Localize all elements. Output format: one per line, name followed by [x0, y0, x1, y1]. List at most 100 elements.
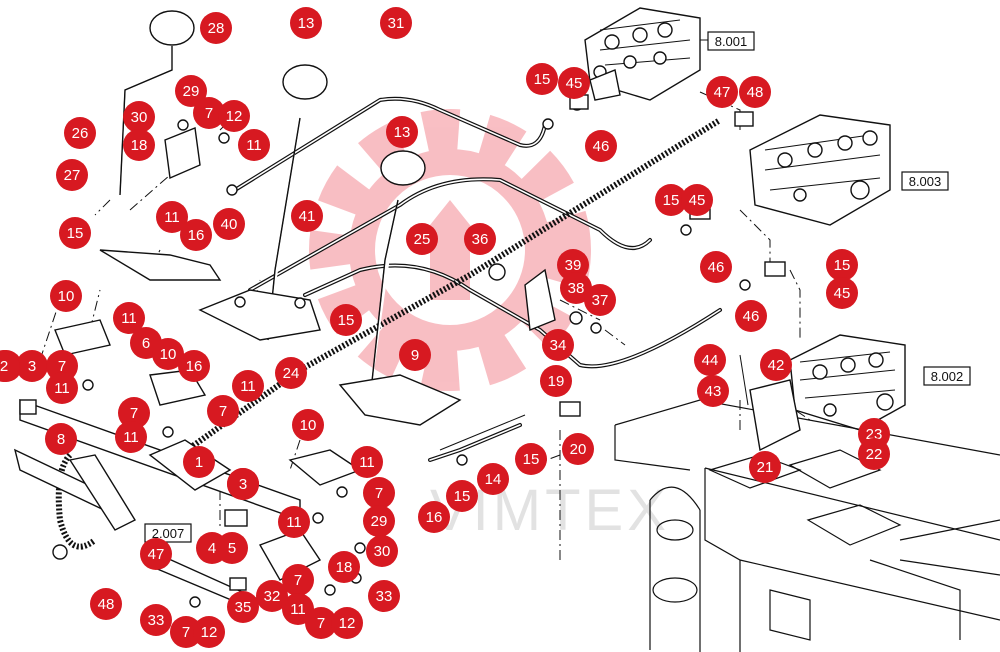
callout-badge[interactable]: 12 [218, 100, 250, 132]
callout-badge[interactable]: 11 [115, 421, 147, 453]
svg-text:8.003: 8.003 [909, 174, 942, 189]
ref-box-8001[interactable]: 8.001 [707, 31, 755, 51]
callout-badge[interactable]: 47 [140, 538, 172, 570]
callout-badge[interactable]: 33 [140, 604, 172, 636]
callout-badge[interactable]: 24 [275, 357, 307, 389]
callout-badge[interactable]: 3 [227, 468, 259, 500]
callout-number: 38 [568, 280, 585, 297]
callout-badge[interactable]: 22 [858, 438, 890, 470]
callout-badge[interactable]: 30 [123, 101, 155, 133]
callout-circle [697, 375, 729, 407]
callout-badge[interactable]: 3 [16, 350, 48, 382]
callout-badge[interactable]: 15 [330, 304, 362, 336]
callout-badge[interactable]: 7 [305, 607, 337, 639]
callout-number: 34 [550, 337, 567, 354]
callout-circle [706, 76, 738, 108]
callout-badge[interactable]: 10 [292, 409, 324, 441]
callout-badge[interactable]: 34 [542, 329, 574, 361]
callout-badge[interactable]: 11 [351, 446, 383, 478]
callout-badge[interactable]: 2 [0, 350, 20, 382]
ref-box-2007[interactable]: 2.007 [144, 523, 192, 543]
callout-number: 15 [834, 257, 851, 274]
callout-badge[interactable]: 25 [406, 223, 438, 255]
callout-badge[interactable]: 7 [363, 477, 395, 509]
callout-badge[interactable]: 41 [291, 200, 323, 232]
callout-number: 15 [663, 192, 680, 209]
callout-badge[interactable]: 37 [584, 284, 616, 316]
callout-badge[interactable]: 11 [238, 129, 270, 161]
callout-badge[interactable]: 33 [368, 580, 400, 612]
callout-badge[interactable]: 47 [706, 76, 738, 108]
callout-badge[interactable]: 16 [418, 501, 450, 533]
callout-number: 33 [148, 612, 165, 629]
callout-badge[interactable]: 21 [749, 451, 781, 483]
callout-badge[interactable]: 45 [558, 67, 590, 99]
callout-badge[interactable]: 1 [183, 446, 215, 478]
callout-number: 40 [221, 216, 238, 233]
callout-badge[interactable]: 7 [282, 564, 314, 596]
callout-badge[interactable]: 15 [59, 217, 91, 249]
callout-badge[interactable]: 20 [562, 433, 594, 465]
callout-badge[interactable]: 7 [46, 350, 78, 382]
callout-badge[interactable]: 11 [282, 593, 314, 625]
callout-badge[interactable]: 11 [232, 370, 264, 402]
callout-badge[interactable]: 12 [193, 616, 225, 648]
callout-badge[interactable]: 7 [118, 397, 150, 429]
callout-badge[interactable]: 15 [515, 443, 547, 475]
callout-badge[interactable]: 9 [399, 339, 431, 371]
callout-badge[interactable]: 36 [464, 223, 496, 255]
callout-badge[interactable]: 45 [681, 184, 713, 216]
callout-badge[interactable]: 14 [477, 463, 509, 495]
callout-badge[interactable]: 30 [366, 535, 398, 567]
callout-badge[interactable]: 11 [156, 201, 188, 233]
callout-badge[interactable]: 10 [152, 338, 184, 370]
callout-badge[interactable]: 42 [760, 349, 792, 381]
callout-badge[interactable]: 16 [178, 350, 210, 382]
callout-badge[interactable]: 38 [560, 272, 592, 304]
callout-badge[interactable]: 46 [735, 300, 767, 332]
callout-badge[interactable]: 48 [739, 76, 771, 108]
ref-box-8002[interactable]: 8.002 [923, 366, 971, 386]
callout-badge[interactable]: 15 [826, 249, 858, 281]
callout-badge[interactable]: 15 [446, 480, 478, 512]
callout-badge[interactable]: 40 [213, 208, 245, 240]
callout-badge[interactable]: 26 [64, 117, 96, 149]
callout-badge[interactable]: 11 [278, 506, 310, 538]
callout-badge[interactable]: 19 [540, 365, 572, 397]
callout-badge[interactable]: 48 [90, 588, 122, 620]
callout-badge[interactable]: 46 [585, 130, 617, 162]
ref-box-8003[interactable]: 8.003 [901, 171, 949, 191]
callout-badge[interactable]: 16 [180, 219, 212, 251]
callout-circle [118, 397, 150, 429]
callout-badge[interactable]: 5 [216, 532, 248, 564]
callout-badge[interactable]: 32 [256, 580, 288, 612]
callout-badge[interactable]: 18 [328, 551, 360, 583]
callout-circle [16, 350, 48, 382]
callout-badge[interactable]: 7 [207, 395, 239, 427]
callout-badge[interactable]: 13 [386, 116, 418, 148]
callout-badge[interactable]: 18 [123, 129, 155, 161]
callout-badge[interactable]: 28 [200, 12, 232, 44]
callout-badge[interactable]: 7 [170, 616, 202, 648]
callout-badge[interactable]: 8 [45, 423, 77, 455]
callout-badge[interactable]: 46 [700, 251, 732, 283]
callout-badge[interactable]: 45 [826, 277, 858, 309]
callout-badge[interactable]: 31 [380, 7, 412, 39]
callout-circle [46, 372, 78, 404]
callout-badge[interactable]: 29 [363, 505, 395, 537]
callout-badge[interactable]: 29 [175, 75, 207, 107]
callout-badge[interactable]: 10 [50, 280, 82, 312]
callout-badge[interactable]: 11 [113, 302, 145, 334]
callout-number: 7 [130, 405, 138, 422]
callout-badge[interactable]: 12 [331, 607, 363, 639]
callout-badge[interactable]: 35 [227, 591, 259, 623]
callout-badge[interactable]: 27 [56, 159, 88, 191]
callout-number: 10 [300, 417, 317, 434]
callout-badge[interactable]: 13 [290, 7, 322, 39]
callout-badge[interactable]: 15 [526, 63, 558, 95]
callout-badge[interactable]: 15 [655, 184, 687, 216]
callout-badge[interactable]: 44 [694, 344, 726, 376]
callout-badge[interactable]: 43 [697, 375, 729, 407]
callout-badge[interactable]: 7 [193, 97, 225, 129]
callout-badge[interactable]: 11 [46, 372, 78, 404]
